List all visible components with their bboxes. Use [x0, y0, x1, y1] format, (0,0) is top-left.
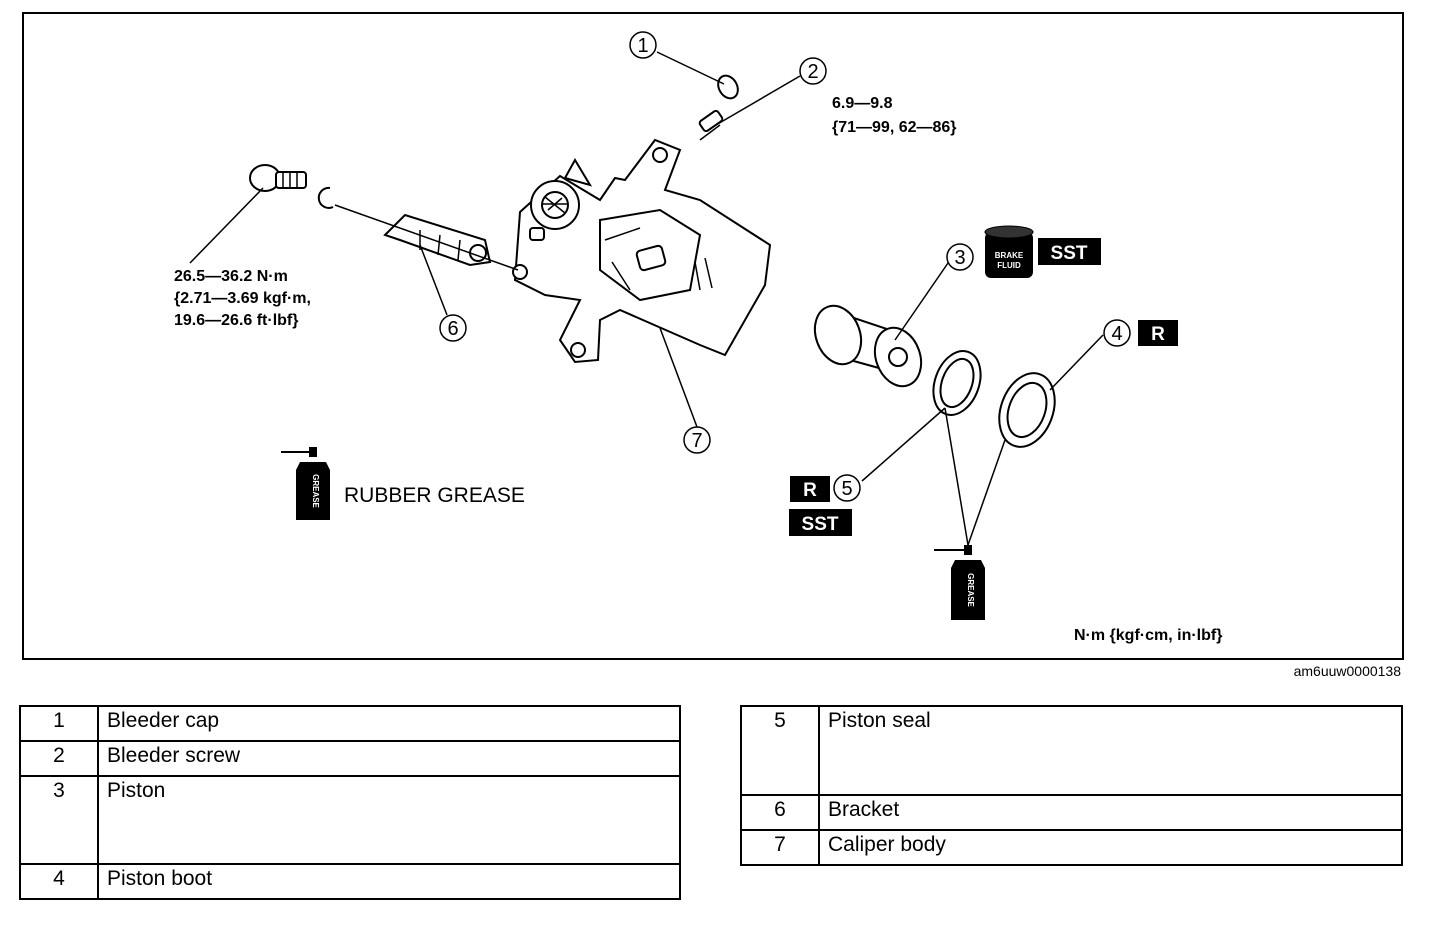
caliper-bolt-drawing [249, 164, 334, 209]
callout-6: 6 [439, 314, 467, 342]
bolt-torque-line2: {2.71—3.69 kgf·m, [174, 290, 311, 307]
svg-text:2: 2 [807, 61, 818, 83]
table-row: 1 Bleeder cap [19, 705, 681, 742]
callout-1: 1 [629, 31, 657, 59]
sst-tag-piston: SST [1038, 238, 1101, 265]
parts-table-right: 5 Piston seal 6 Bracket 7 Caliper body [740, 705, 1403, 866]
rubber-grease-label: RUBBER GREASE [344, 484, 525, 507]
callout-5: 5 [833, 474, 861, 502]
part-name: Bleeder cap [97, 705, 681, 742]
part-name: Bracket [818, 794, 1403, 831]
figure-ref: am6uuw0000138 [1294, 663, 1402, 679]
svg-text:BRAKE: BRAKE [995, 251, 1024, 260]
part-number: 5 [740, 705, 820, 796]
part-number: 4 [19, 863, 99, 900]
part-number: 7 [740, 829, 820, 866]
parts-table-left: 1 Bleeder cap 2 Bleeder screw 3 Piston 4… [19, 705, 681, 900]
bleeder-torque-line2: {71—99, 62—86} [832, 119, 957, 136]
brake-fluid-can-icon: BRAKE FLUID [984, 225, 1034, 278]
svg-text:5: 5 [841, 478, 852, 500]
bolt-torque-line1: 26.5—36.2 N·m [174, 268, 288, 285]
sst-tag-seal: SST [789, 509, 852, 536]
table-row: 5 Piston seal [740, 705, 1403, 796]
part-name: Piston seal [818, 705, 1403, 796]
table-row: 7 Caliper body [740, 829, 1403, 866]
part-number: 2 [19, 740, 99, 777]
bleeder-torque-line1: 6.9—9.8 [832, 95, 893, 112]
callout-4: 4 [1103, 319, 1131, 347]
svg-text:SST: SST [1051, 243, 1088, 264]
grease-tube-icon: GREASE [281, 447, 330, 520]
diagram-frame [22, 12, 1404, 660]
part-name: Caliper body [818, 829, 1403, 866]
part-number: 3 [19, 775, 99, 865]
callout-2: 2 [799, 57, 827, 85]
caliper-body-drawing [512, 138, 772, 364]
svg-text:3: 3 [954, 247, 965, 269]
table-row: 6 Bracket [740, 794, 1403, 831]
r-tag-seal: R [790, 476, 830, 502]
svg-text:R: R [1151, 324, 1165, 345]
bleeder-drawing [698, 74, 739, 141]
svg-text:SST: SST [802, 514, 839, 535]
svg-text:6: 6 [447, 318, 458, 340]
bracket-drawing [383, 213, 492, 267]
part-number: 1 [19, 705, 99, 742]
svg-text:GREASE: GREASE [311, 474, 320, 508]
table-row: 4 Piston boot [19, 863, 681, 900]
svg-text:R: R [803, 480, 817, 501]
callout-3: 3 [946, 243, 974, 271]
svg-text:GREASE: GREASE [966, 573, 975, 607]
leader-lines [189, 51, 1104, 546]
svg-text:4: 4 [1111, 323, 1122, 345]
r-tag-boot: R [1138, 320, 1178, 346]
torque-unit-note: N·m {kgf·cm, in·lbf} [1074, 627, 1222, 644]
table-row: 3 Piston [19, 775, 681, 865]
svg-text:FLUID: FLUID [997, 261, 1021, 270]
part-name: Bleeder screw [97, 740, 681, 777]
bolt-torque-line3: 19.6—26.6 ft·lbf} [174, 312, 298, 329]
table-row: 2 Bleeder screw [19, 740, 681, 777]
piston-drawing [813, 304, 923, 388]
callout-7: 7 [683, 426, 711, 454]
grease-tube-icon-seal: GREASE [934, 545, 985, 620]
svg-text:7: 7 [691, 430, 702, 452]
svg-text:1: 1 [637, 35, 648, 57]
exploded-caliper-diagram: 1 2 3 4 5 6 7 6.9—9.8 {71—99, 62—86} 26.… [22, 12, 1404, 679]
part-number: 6 [740, 794, 820, 831]
part-name: Piston [97, 775, 681, 865]
seal-boot-drawing [932, 350, 1056, 448]
part-name: Piston boot [97, 863, 681, 900]
